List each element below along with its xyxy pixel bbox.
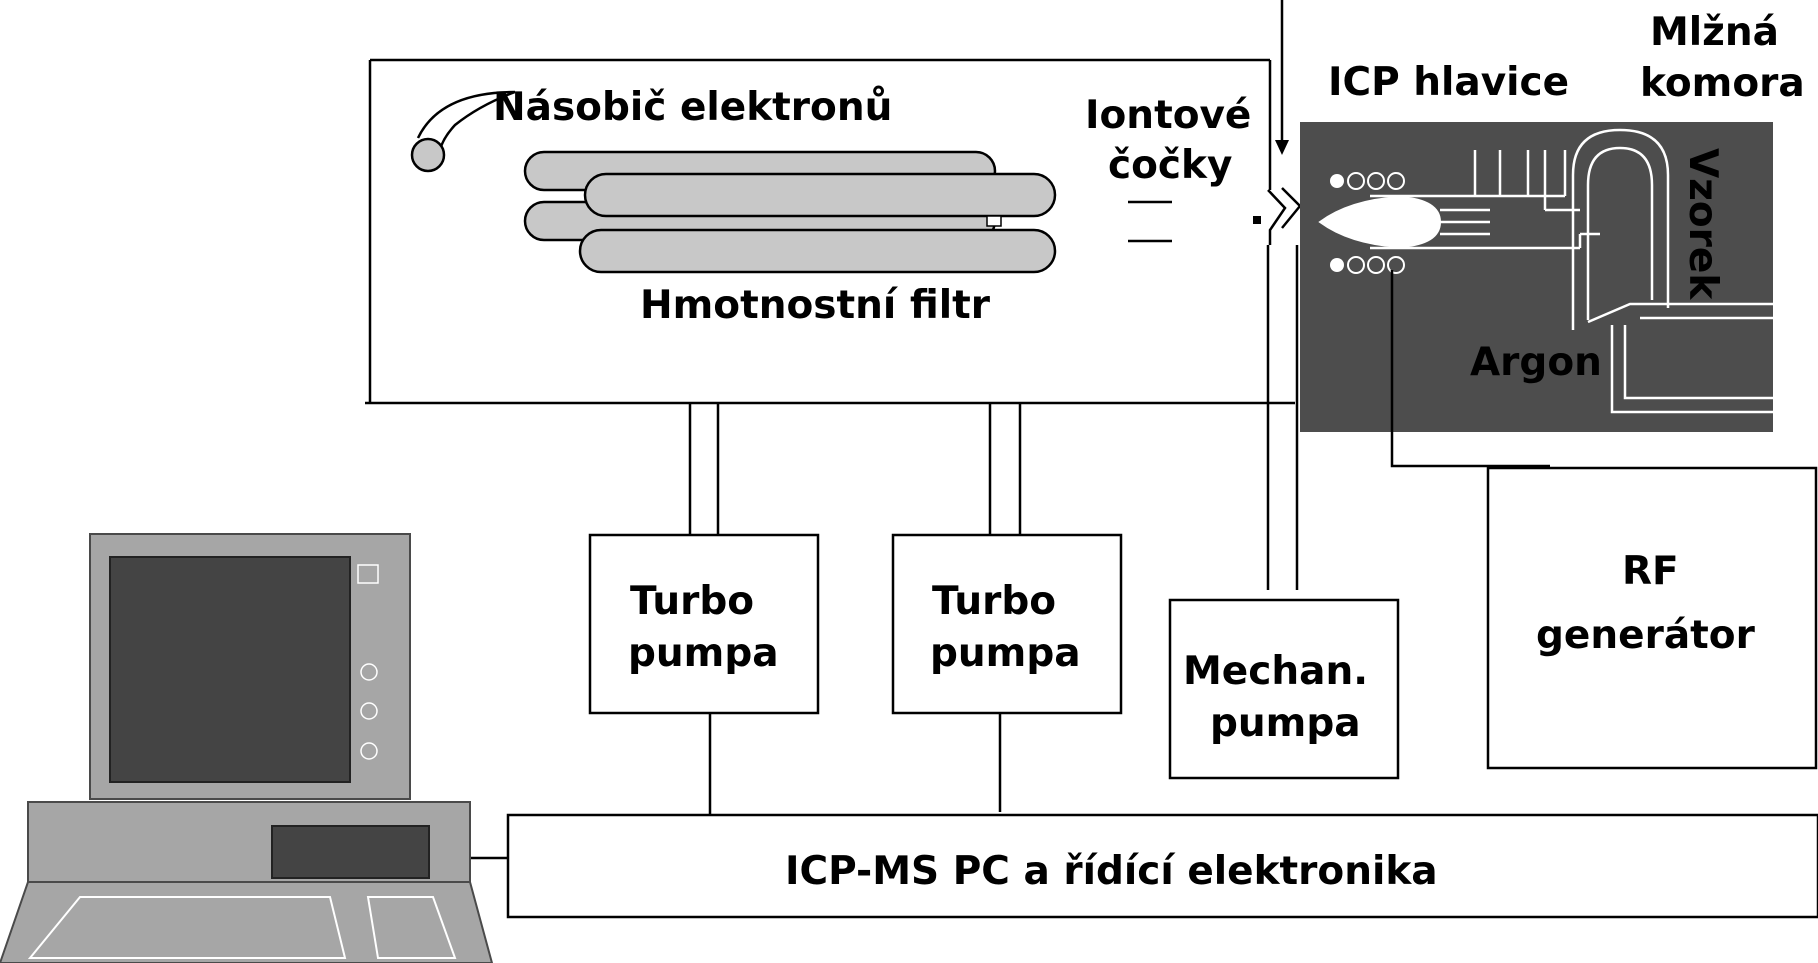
sample-label: Vzorek — [1680, 148, 1725, 300]
ion-lenses-label-line1: Iontové — [1085, 93, 1251, 138]
ion-lenses-icon — [1128, 200, 1172, 243]
interface-cones — [1253, 0, 1302, 590]
turbo-pump-2-label-line1: Turbo — [932, 579, 1056, 624]
pump-pipes — [688, 403, 1022, 535]
quadrupole-rods-icon — [523, 150, 1057, 274]
spray-chamber-label-line1: Mlžná — [1650, 10, 1779, 55]
turbo-pump-1: Turbo pumpa — [588, 533, 820, 715]
mechanical-pump-label-line1: Mechan. — [1183, 649, 1368, 694]
rf-generator-label-line2: generátor — [1536, 613, 1756, 658]
spray-chamber-icon — [1571, 128, 1670, 330]
rf-generator-label-line1: RF — [1622, 549, 1679, 594]
detector-label: Násobič elektronů — [493, 85, 892, 130]
vacuum-housing — [365, 58, 1295, 405]
argon-label: Argon — [1470, 340, 1602, 385]
icp-panel — [1300, 122, 1773, 468]
turbo-pump-1-label-line2: pumpa — [628, 631, 779, 676]
mass-filter-label: Hmotnostní filtr — [640, 283, 991, 328]
electron-multiplier-icon — [410, 90, 516, 173]
mechanical-pump: Mechan. pumpa — [1168, 598, 1400, 780]
rf-coil-icon — [1330, 172, 1405, 274]
rf-generator: RF generátor — [1486, 466, 1818, 770]
icp-head-label: ICP hlavice — [1328, 60, 1569, 105]
mechanical-pump-label-line2: pumpa — [1210, 701, 1361, 746]
computer-icon — [0, 533, 494, 963]
turbo-pump-2: Turbo pumpa — [891, 533, 1123, 715]
electronics-box: ICP-MS PC a řídící elektronika — [506, 813, 1818, 919]
spray-chamber-label-line2: komora — [1640, 61, 1805, 106]
turbo-pump-1-label-line1: Turbo — [630, 579, 754, 624]
turbo-pump-2-label-line2: pumpa — [930, 631, 1081, 676]
electronics-label: ICP-MS PC a řídící elektronika — [785, 849, 1438, 894]
ion-lenses-label-line2: čočky — [1108, 143, 1232, 188]
torch-icon — [1370, 150, 1600, 250]
